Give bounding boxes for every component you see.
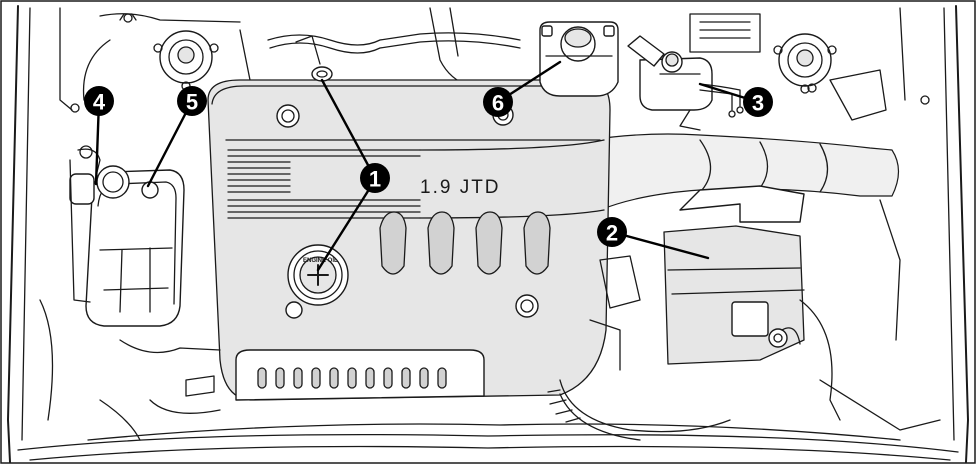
callout-4: 4 <box>84 86 114 116</box>
power-steering-reservoir <box>627 35 744 131</box>
callout-2: 2 <box>597 217 627 247</box>
engine-label: 1.9 JTD <box>420 177 501 198</box>
callout-1-label: 1 <box>369 167 381 192</box>
callout-2-label: 2 <box>606 221 618 246</box>
callout-5-label: 5 <box>186 90 198 115</box>
callout-6: 6 <box>483 87 513 117</box>
brake-fluid-reservoir <box>539 21 619 97</box>
lower-vents <box>257 367 447 389</box>
intake-hose <box>539 133 900 211</box>
lower-components <box>39 199 941 441</box>
callout-4-label: 4 <box>93 90 106 115</box>
engine-cover: 1.9 JTD <box>207 79 611 401</box>
oil-filler-cap: ENGINE OIL <box>287 244 349 306</box>
callout-3-label: 3 <box>752 91 764 116</box>
callout-1: 1 <box>360 163 390 193</box>
callout-5: 5 <box>177 86 207 116</box>
callout-6-label: 6 <box>492 91 504 116</box>
expansion-tank <box>69 145 185 327</box>
oil-cap-text: ENGINE OIL <box>303 258 338 264</box>
callout-3: 3 <box>743 87 773 117</box>
battery <box>663 185 805 365</box>
